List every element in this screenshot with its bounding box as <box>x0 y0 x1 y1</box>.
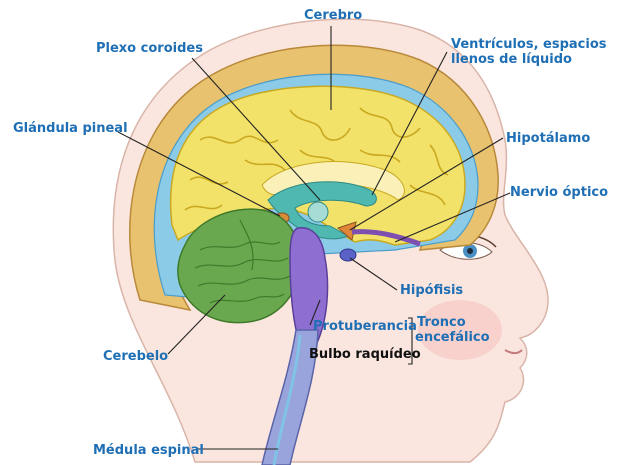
leader-pineal <box>117 131 281 217</box>
label-tronco-2: encefálico <box>415 330 490 345</box>
cheek <box>418 300 502 360</box>
pituitary-gland <box>339 248 357 262</box>
thalamus <box>307 201 329 223</box>
spinal-canal <box>272 334 302 465</box>
mouth <box>504 349 523 354</box>
label-hipofisis: Hipófisis <box>400 283 463 298</box>
label-plexo: Plexo coroides <box>96 41 203 56</box>
label-pineal: Glándula pineal <box>13 121 128 136</box>
leader-nervio <box>394 192 511 243</box>
cerebellum <box>177 208 301 324</box>
label-medula: Médula espinal <box>93 443 204 458</box>
label-cerebro: Cerebro <box>304 8 362 23</box>
label-tronco-1: Tronco <box>417 315 466 330</box>
label-ventriculos-2: llenos de líquido <box>451 52 572 67</box>
label-ventriculos-1: Ventrículos, espacios <box>451 37 607 52</box>
leader-plexo <box>191 57 321 201</box>
optic-nerve-shape <box>351 229 421 247</box>
leader-hipofisis <box>349 257 398 291</box>
leader-hipotalamo <box>349 137 504 231</box>
tronco-bracket <box>408 317 413 365</box>
gyri <box>184 107 449 211</box>
label-bulbo: Bulbo raquídeo <box>309 347 421 362</box>
label-protuberancia: Protuberancia <box>313 319 417 334</box>
leader-cerebelo <box>167 294 226 355</box>
label-nervio-optico: Nervio óptico <box>510 185 608 200</box>
label-hipotalamo: Hipotálamo <box>506 131 590 146</box>
leader-protuberancia <box>309 299 321 326</box>
leader-ventriculos <box>371 51 448 196</box>
cerebellum-folia <box>194 219 291 304</box>
label-cerebelo: Cerebelo <box>103 349 168 364</box>
